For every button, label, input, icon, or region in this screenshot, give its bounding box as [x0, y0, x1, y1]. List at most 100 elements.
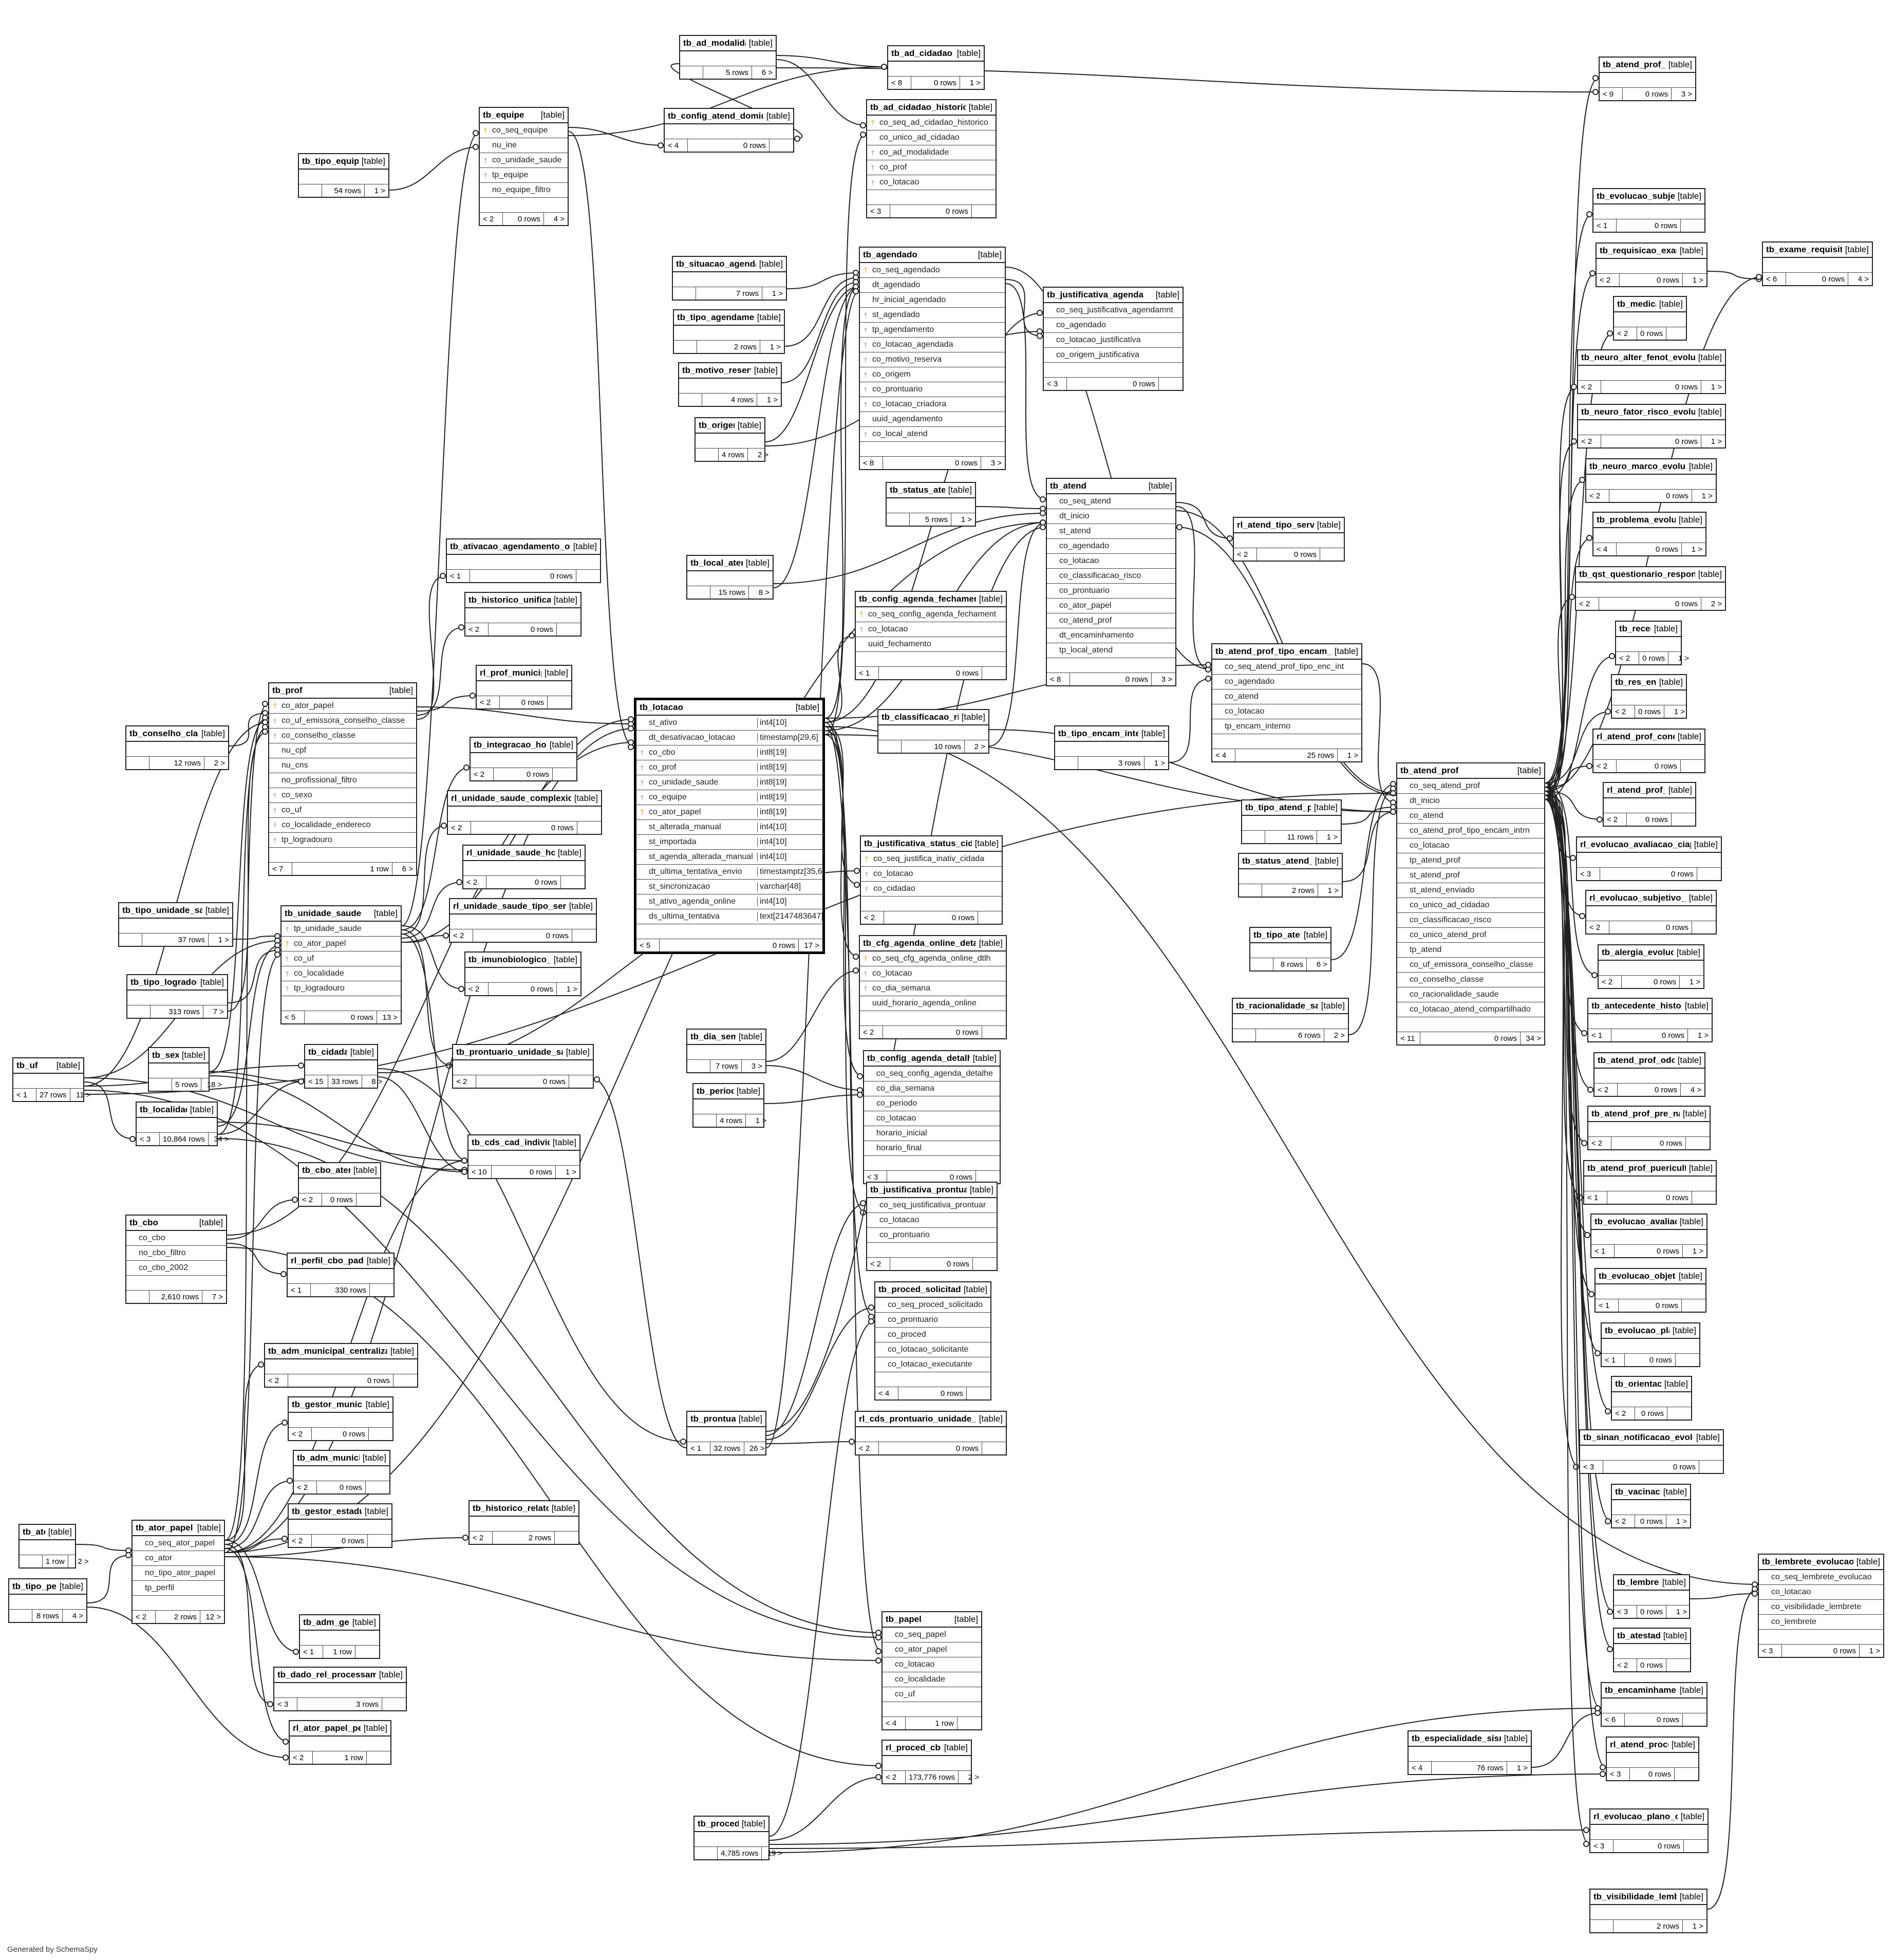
parents-count[interactable]: < 2 [465, 623, 489, 636]
table-name[interactable]: rl_atend_proced [1610, 1740, 1668, 1749]
column-row[interactable]: co_prontuario [867, 1228, 997, 1243]
table-name[interactable]: tb_historico_unificacao [468, 595, 551, 605]
column-row[interactable]: †co_seq_equipe [480, 123, 568, 138]
parents-count[interactable] [126, 757, 149, 769]
table-name[interactable]: tb_evolucao_plano [1605, 1326, 1669, 1335]
children-count[interactable]: 3 > [990, 458, 1002, 468]
parents-count[interactable] [299, 184, 322, 197]
column-row[interactable]: co_racionalidade_saude [1397, 987, 1544, 1002]
parents-count[interactable]: < 5 [282, 1011, 305, 1023]
column-row[interactable]: †tp_agendamento [860, 323, 1005, 338]
column-row[interactable]: co_seq_lembrete_evolucao [1759, 1570, 1883, 1585]
children-count[interactable]: 1 > [1326, 832, 1338, 842]
table-tb-config-atend-domiciliar[interactable]: tb_config_atend_domiciliar[table]< 40 ro… [664, 108, 794, 153]
parents-count[interactable]: < 15 [305, 1075, 328, 1088]
parents-count[interactable]: < 2 [860, 1026, 883, 1038]
table-rl-evolucao-subjetivo-ciap[interactable]: rl_evolucao_subjetivo_ciap[table]< 20 ro… [1585, 890, 1717, 935]
children-count[interactable]: 1 > [1697, 1031, 1709, 1040]
table-name[interactable]: rl_perfil_cbo_padrao [291, 1256, 364, 1265]
column-row[interactable]: co_atend [1397, 809, 1544, 824]
table-name[interactable]: tb_tipo_perfil [12, 1581, 57, 1591]
children-count[interactable]: 1 > [969, 78, 981, 87]
column-row[interactable]: †co_uf [269, 803, 416, 818]
table-tb-evolucao-subjetivo[interactable]: tb_evolucao_subjetivo[table]< 10 rows [1592, 188, 1705, 233]
column-row[interactable]: †co_prontuario [860, 382, 1005, 397]
table-rl-atend-proced[interactable]: rl_atend_proced[table]< 30 rows [1606, 1737, 1699, 1781]
children-count[interactable]: 1 > [772, 289, 783, 298]
table-name[interactable]: tb_tipo_atend_prof [1245, 802, 1311, 812]
table-tb-qst-questionario-respondido[interactable]: tb_qst_questionario_respondido[table]< 2… [1575, 566, 1726, 611]
parents-count[interactable]: < 2 [883, 1771, 906, 1783]
parents-count[interactable]: < 4 [1409, 1762, 1432, 1774]
children-count[interactable] [1684, 1840, 1708, 1852]
table-name[interactable]: tb_lembrete [1617, 1577, 1659, 1587]
table-name[interactable]: tb_config_atend_domiciliar [668, 111, 763, 121]
column-row[interactable]: †co_cidadao [861, 882, 1002, 897]
parents-count[interactable]: < 2 [1597, 274, 1620, 286]
parents-count[interactable]: < 3 [1590, 1840, 1613, 1852]
table-tb-cfg-agenda-online-detalhe[interactable]: tb_cfg_agenda_online_detalhe[table]†co_s… [859, 935, 1007, 1039]
children-count[interactable] [572, 929, 596, 942]
parents-count[interactable]: < 4 [1593, 543, 1617, 555]
table-name[interactable]: tb_config_agenda_detalhe [867, 1053, 970, 1063]
table-tb-adm-municipal[interactable]: tb_adm_municipal[table]< 20 rows [293, 1450, 390, 1495]
table-name[interactable]: tb_qst_questionario_respondido [1579, 569, 1695, 579]
table-name[interactable]: tb_imunobiologico_lote [468, 955, 551, 964]
parents-count[interactable]: < 2 [1612, 1407, 1635, 1420]
children-count[interactable] [1676, 1354, 1699, 1366]
parents-count[interactable]: < 1 [1584, 1191, 1607, 1204]
parents-count[interactable]: < 1 [447, 570, 470, 582]
parents-count[interactable]: < 2 [1578, 381, 1601, 393]
parents-count[interactable]: < 2 [1604, 813, 1627, 826]
table-tb-evolucao-plano[interactable]: tb_evolucao_plano[table]< 10 rows [1601, 1322, 1700, 1367]
column-row[interactable]: †tp_logradouro [269, 833, 416, 848]
column-row[interactable]: †co_seq_ad_cidadao_historico [867, 116, 996, 130]
parents-count[interactable]: < 2 [1578, 435, 1601, 447]
parents-count[interactable]: < 8 [1047, 673, 1070, 685]
column-row[interactable]: co_prontuario [875, 1313, 990, 1328]
column-row[interactable]: dt_inicio [1047, 509, 1175, 524]
parents-count[interactable]: < 5 [636, 939, 660, 951]
children-count[interactable]: 1 > [1676, 1517, 1687, 1526]
children-count[interactable]: 1 > [1692, 1921, 1703, 1931]
table-name[interactable]: tb_requisicao_exame [1600, 246, 1677, 255]
table-tb-prontuario-unidade-saude[interactable]: tb_prontuario_unidade_saude[table]< 20 r… [452, 1044, 594, 1089]
table-name[interactable]: tb_tipo_atend [1253, 930, 1301, 940]
children-count[interactable] [1675, 1768, 1698, 1780]
table-name[interactable]: tb_tipo_agendamento [677, 312, 754, 322]
table-name[interactable]: tb_historico_relatorio [473, 1503, 549, 1513]
parents-count[interactable]: < 7 [269, 863, 292, 875]
table-name[interactable]: tb_conselho_classe [129, 729, 198, 738]
column-row[interactable]: co_ator [133, 1551, 224, 1566]
children-count[interactable] [553, 768, 576, 780]
table-tb-atend-prof-puericultura[interactable]: tb_atend_prof_puericultura[table]< 10 ro… [1583, 1160, 1717, 1205]
table-tb-neuro-fator-risco-evolucao[interactable]: tb_neuro_fator_risco_evolucao[table]< 20… [1577, 404, 1726, 449]
parents-count[interactable] [149, 1078, 172, 1091]
column-row[interactable]: co_seq_atend [1047, 494, 1175, 509]
column-row[interactable]: †co_dia_semana [860, 981, 1006, 996]
children-count[interactable]: 8 > [758, 588, 770, 597]
parents-count[interactable] [696, 449, 719, 461]
parents-count[interactable]: < 4 [665, 139, 688, 152]
parents-count[interactable]: < 3 [867, 205, 890, 217]
children-count[interactable] [355, 1646, 379, 1658]
table-tb-ativacao-agendamento-online[interactable]: tb_ativacao_agendamento_online[table]< 1… [446, 538, 601, 583]
column-row[interactable]: st_atend_prof [1397, 868, 1544, 883]
column-row[interactable]: †co_seq_justifica_inativ_cidada [861, 852, 1002, 867]
table-tb-historico-relatorio[interactable]: tb_historico_relatorio[table]< 22 rows [468, 1500, 579, 1545]
table-tb-medicao[interactable]: tb_medicao[table]< 20 rows [1613, 296, 1687, 341]
parents-count[interactable]: < 2 [1612, 1515, 1635, 1527]
parents-count[interactable]: < 2 [465, 983, 489, 995]
